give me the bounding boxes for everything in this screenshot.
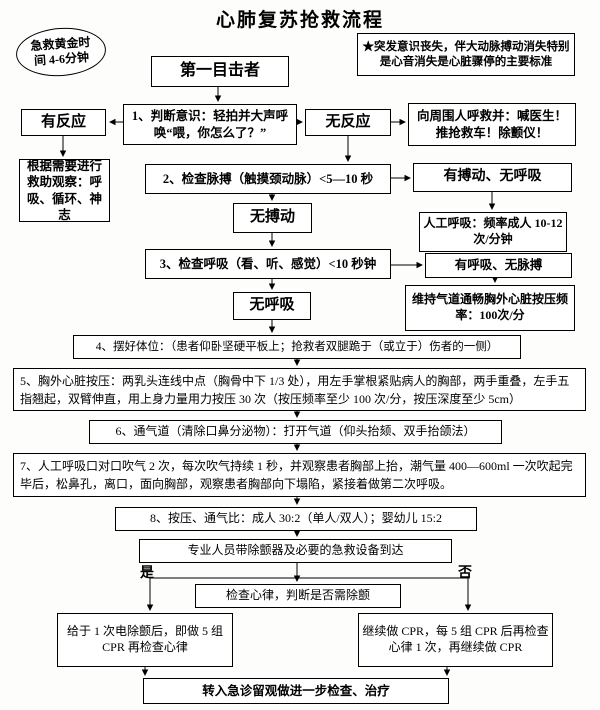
golden-time-badge: 急救黄金时间 4-6分钟 xyxy=(14,24,108,80)
node-first-witness: 第一目击者 xyxy=(151,56,289,87)
node-no-pulse: 无搏动 xyxy=(233,203,312,233)
node-professional-arrival: 专业人员带除颤器及必要的急救设备到达 xyxy=(139,539,452,563)
golden-time-text: 急救黄金时间 4-6分钟 xyxy=(30,34,91,68)
node-defib-once: 给于 1 次电除颤后，即做 5 组 CPR 再检查心律 xyxy=(57,613,233,667)
branch-label-yes: 是 xyxy=(140,566,154,581)
node-breath-no-pulse: 有呼吸、无脉搏 xyxy=(425,253,572,278)
branch-label-no: 否 xyxy=(458,566,472,581)
node-step7-mouth-to-mouth: 7、人工呼吸口对口吹气 2 次，每次吹气持续 1 秒，并观察患者胸部上抬，潮气量… xyxy=(13,453,586,497)
node-step1-judge-consciousness: 1、判断意识：轻拍并大声呼唤“喂，你怎么了？” xyxy=(123,104,297,145)
node-check-rhythm: 检查心律，判断是否需除颤 xyxy=(195,584,401,608)
node-step6-open-airway: 6、通气道（清除口鼻分泌物）：打开气道（仰头抬颏、双手抬颌法） xyxy=(89,420,502,444)
node-call-for-help: 向周围人呼救并：喊医生！推抢救车！除颤仪！ xyxy=(408,103,576,146)
node-step4-position: 4、摆好体位：（患者仰卧坚硬平板上；抢救者双腿跪于（或立于）伤者的一侧） xyxy=(73,335,521,359)
cardiac-arrest-note: ★突发意识丧失，伴大动脉搏动消失特别是心音消失是心脏骤停的主要标准 xyxy=(357,33,575,76)
node-no-response: 无反应 xyxy=(305,109,391,136)
node-has-response: 有反应 xyxy=(21,109,106,136)
page-title: 心肺复苏抢救流程 xyxy=(215,10,384,31)
node-artificial-respiration: 人工呼吸：频率成人 10-12 次/分钟 xyxy=(419,212,567,252)
node-step8-ratio: 8、按压、通气比：成人 30:2（单人/双人）；婴幼儿 15:2 xyxy=(115,507,477,531)
node-step2-check-pulse: 2、检查脉搏（触摸颈动脉）<5—10 秒 xyxy=(145,164,391,194)
node-maintain-airway: 维持气道通畅胸外心脏按压频率：100次/分 xyxy=(405,285,575,331)
node-no-breath: 无呼吸 xyxy=(233,292,311,320)
node-step3-check-breath: 3、检查呼吸（看、听、感觉）<10 秒钟 xyxy=(145,249,391,279)
node-observe-as-needed: 根据需要进行救助观察：呼吸、循环、神志 xyxy=(19,159,110,222)
node-continue-cpr: 继续做 CPR，每 5 组 CPR 后再检查心律 1 次，再继续做 CPR xyxy=(358,613,553,667)
node-pulse-no-breath: 有搏动、无呼吸 xyxy=(413,163,572,192)
node-step5-chest-compression: 5、胸外心脏按压：两乳头连线中点（胸骨中下 1/3 处），用左手掌根紧贴病人的胸… xyxy=(13,368,586,411)
node-transfer-er: 转入急诊留观做进一步检查、治疗 xyxy=(143,678,449,704)
